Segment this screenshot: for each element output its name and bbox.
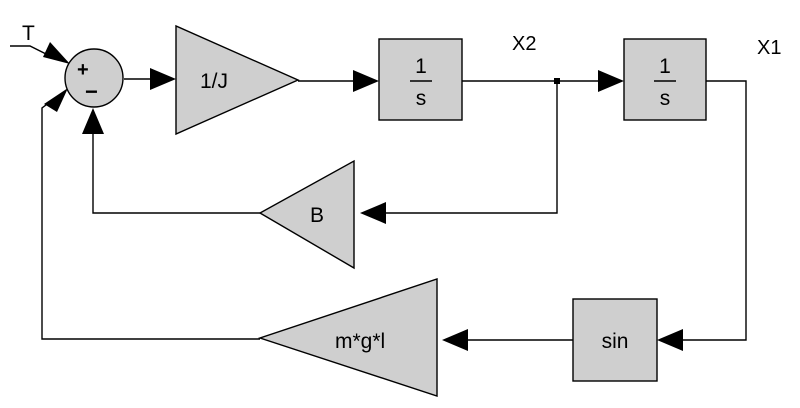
- gain-inverse-inertia-label: 1/J: [200, 70, 228, 93]
- gain-gravity-label: m*g*l: [335, 330, 385, 353]
- wire-x2-to-b: [376, 81, 558, 214]
- input-t-label: T: [22, 22, 35, 45]
- arrow-into-b: [360, 202, 386, 224]
- state-x2-label: X2: [512, 33, 536, 55]
- sin-block: [572, 298, 658, 382]
- integrator-1: [378, 38, 463, 121]
- wire-mgl-to-sum: [41, 95, 260, 340]
- arrow-into-int2: [598, 70, 624, 92]
- gain-gravity: [257, 278, 438, 397]
- gain-inverse-inertia: [175, 24, 300, 136]
- gain-damping: [258, 159, 355, 270]
- gain-damping-label: B: [310, 204, 324, 227]
- sum-sign-bottom: −: [85, 79, 98, 104]
- arrow-into-mgl: [442, 329, 468, 351]
- wire-int2-to-sin: [673, 80, 747, 341]
- summing-junction: [64, 48, 124, 108]
- integrator-1-denominator: s: [416, 87, 427, 110]
- integrator-2-denominator: s: [660, 87, 671, 110]
- arrow-t-into-sum: [43, 42, 70, 64]
- state-x1-label: X1: [757, 37, 781, 59]
- arrow-into-invj: [150, 68, 176, 90]
- arrow-into-int1: [353, 70, 379, 92]
- arrow-mgl-into-sum: [44, 88, 68, 112]
- integrator-2: [623, 38, 707, 121]
- sum-sign-top: +: [77, 59, 89, 81]
- arrow-b-into-sum: [82, 108, 104, 134]
- integrator-1-numerator: 1: [415, 55, 427, 78]
- wire-b-to-sum: [92, 130, 260, 214]
- sin-block-label: sin: [602, 330, 629, 353]
- branch-point: [554, 78, 560, 84]
- integrator-2-numerator: 1: [659, 55, 671, 78]
- arrow-into-sin: [657, 329, 683, 351]
